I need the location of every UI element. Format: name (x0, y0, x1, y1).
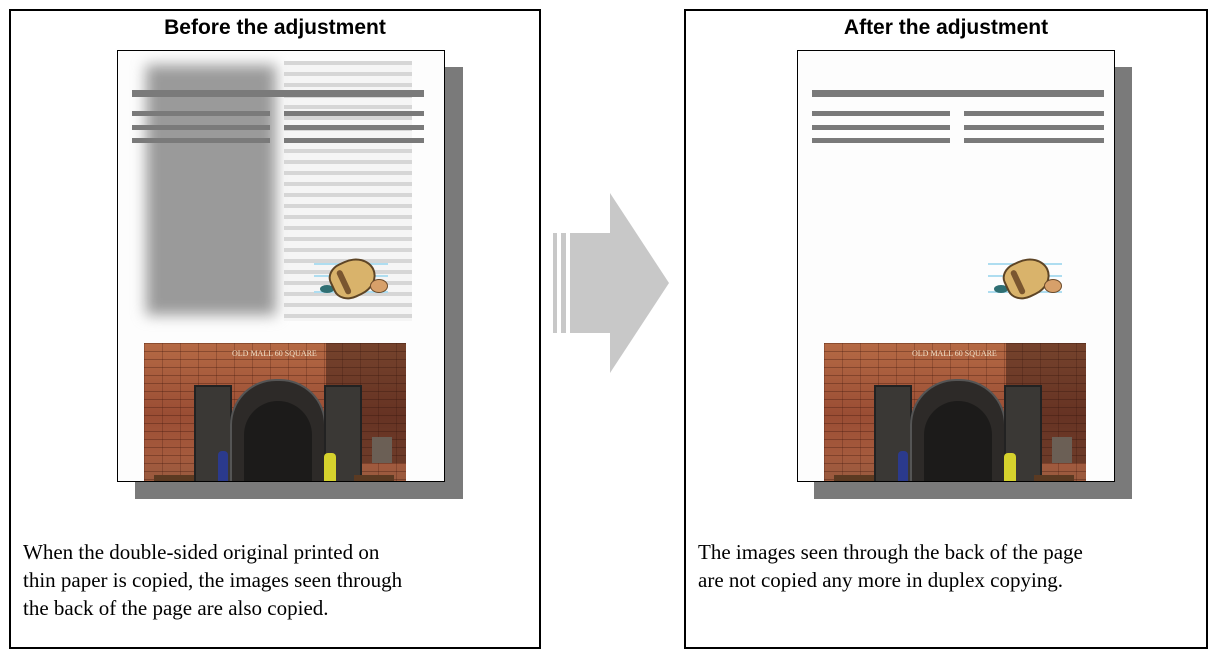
right-arrow-icon (553, 193, 669, 373)
caption-line: thin paper is copied, the images seen th… (23, 568, 403, 592)
show-through-shadow (146, 65, 276, 315)
building-photo: OLD MALL 60 SQUARE (824, 343, 1086, 481)
after-page: OLD MALL 60 SQUARE (797, 50, 1115, 482)
text-line (284, 138, 424, 143)
text-line (132, 125, 270, 130)
text-line (812, 111, 950, 116)
text-line (812, 125, 950, 130)
before-page: OLD MALL 60 SQUARE (117, 50, 445, 482)
caption-line: When the double-sided original printed o… (23, 540, 380, 564)
before-panel: Before the adjustment OLD MALL 60 SQUARE (9, 9, 541, 649)
text-line (964, 125, 1104, 130)
caption-line: are not copied any more in duplex copyin… (698, 568, 1064, 592)
text-line (284, 111, 424, 116)
seashell-icon (988, 251, 1062, 305)
text-line (964, 138, 1104, 143)
seashell-icon (314, 251, 388, 305)
text-line (812, 138, 950, 143)
photo-sign: OLD MALL 60 SQUARE (232, 349, 317, 358)
caption-line: the back of the page are also copied. (23, 596, 329, 620)
text-line (284, 125, 424, 130)
after-caption: The images seen through the back of the … (698, 538, 1200, 594)
before-caption: When the double-sided original printed o… (23, 538, 533, 622)
header-line (132, 90, 424, 97)
photo-sign: OLD MALL 60 SQUARE (912, 349, 997, 358)
after-title: After the adjustment (843, 16, 1049, 39)
header-line (812, 90, 1104, 97)
caption-line: The images seen through the back of the … (698, 540, 1083, 564)
building-photo: OLD MALL 60 SQUARE (144, 343, 406, 481)
text-line (132, 111, 270, 116)
after-panel: After the adjustment OLD MALL 60 SQUARE (684, 9, 1208, 649)
before-title: Before the adjustment (164, 16, 386, 39)
text-line (964, 111, 1104, 116)
text-line (132, 138, 270, 143)
